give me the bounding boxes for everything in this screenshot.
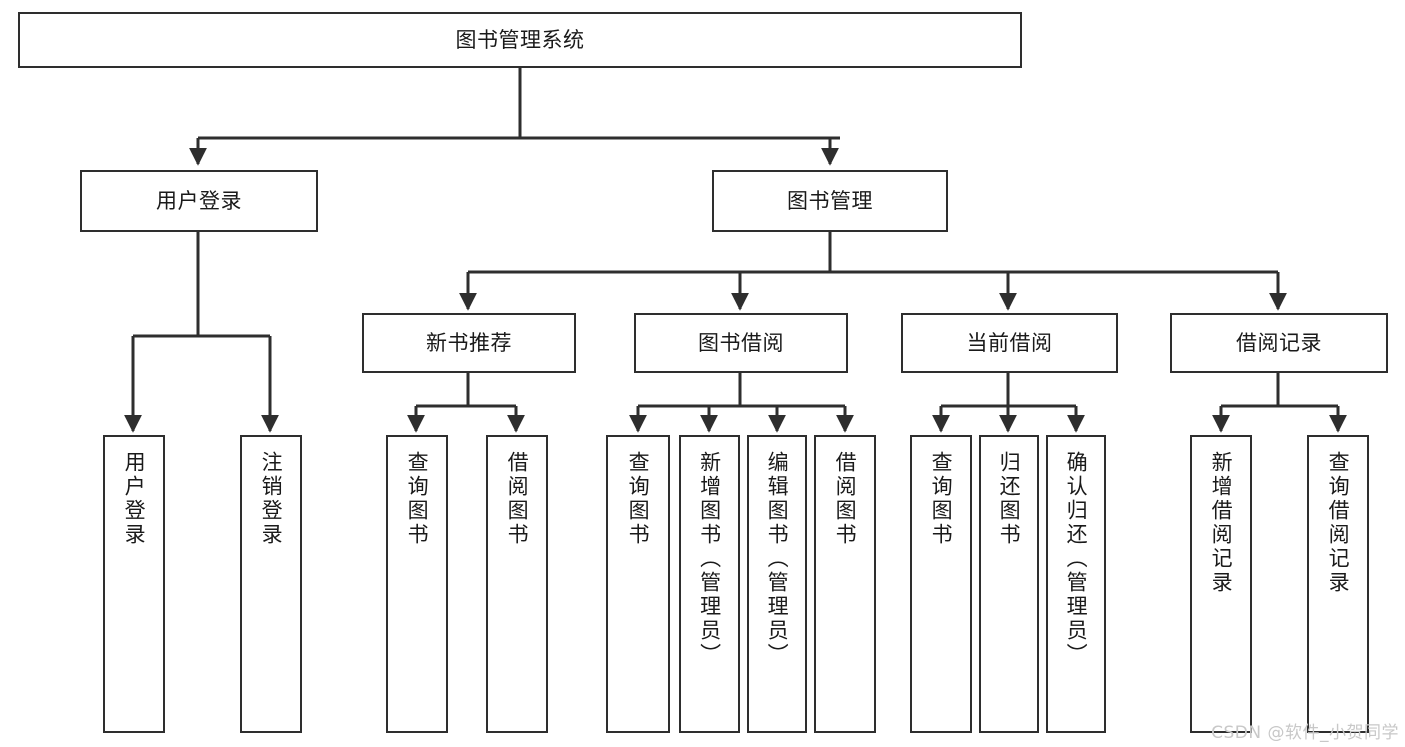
- node-book-management[interactable]: 图书管理: [712, 170, 948, 232]
- leaf-borrow-record-add-label: 新增借阅记录: [1209, 451, 1234, 595]
- node-new-book-recommend-label: 新书推荐: [426, 330, 512, 355]
- node-new-book-recommend[interactable]: 新书推荐: [362, 313, 576, 373]
- node-borrow-record-label: 借阅记录: [1236, 330, 1322, 355]
- node-user-login[interactable]: 用户登录: [80, 170, 318, 232]
- leaf-new-book-borrow-label: 借阅图书: [505, 451, 530, 547]
- leaf-user-login-login[interactable]: 用户登录: [103, 435, 165, 733]
- leaf-user-login-login-label: 用户登录: [122, 451, 147, 547]
- leaf-current-borrow-confirm-label: 确认归还（管理员）: [1064, 451, 1089, 667]
- leaf-new-book-query[interactable]: 查询图书: [386, 435, 448, 733]
- node-current-borrow-label: 当前借阅: [966, 330, 1053, 355]
- leaf-book-borrow-edit-label: 编辑图书（管理员）: [765, 451, 790, 667]
- node-book-borrow[interactable]: 图书借阅: [634, 313, 848, 373]
- node-current-borrow[interactable]: 当前借阅: [901, 313, 1118, 373]
- leaf-book-borrow-borrow-label: 借阅图书: [833, 451, 858, 547]
- leaf-book-borrow-edit[interactable]: 编辑图书（管理员）: [747, 435, 807, 733]
- node-book-management-label: 图书管理: [787, 188, 873, 213]
- leaf-current-borrow-return-label: 归还图书: [997, 451, 1022, 547]
- node-borrow-record[interactable]: 借阅记录: [1170, 313, 1388, 373]
- leaf-user-login-logout-label: 注销登录: [259, 451, 284, 547]
- node-book-borrow-label: 图书借阅: [698, 330, 784, 355]
- leaf-user-login-logout[interactable]: 注销登录: [240, 435, 302, 733]
- leaf-book-borrow-add[interactable]: 新增图书（管理员）: [679, 435, 740, 733]
- leaf-borrow-record-query[interactable]: 查询借阅记录: [1307, 435, 1369, 733]
- leaf-new-book-borrow[interactable]: 借阅图书: [486, 435, 548, 733]
- leaf-borrow-record-add[interactable]: 新增借阅记录: [1190, 435, 1252, 733]
- leaf-current-borrow-return[interactable]: 归还图书: [979, 435, 1039, 733]
- leaf-book-borrow-add-label: 新增图书（管理员）: [697, 451, 722, 667]
- leaf-book-borrow-borrow[interactable]: 借阅图书: [814, 435, 876, 733]
- leaf-current-borrow-query-label: 查询图书: [929, 451, 954, 547]
- leaf-current-borrow-confirm[interactable]: 确认归还（管理员）: [1046, 435, 1106, 733]
- node-root-label: 图书管理系统: [455, 27, 585, 52]
- node-user-login-label: 用户登录: [156, 188, 242, 213]
- leaf-current-borrow-query[interactable]: 查询图书: [910, 435, 972, 733]
- node-root[interactable]: 图书管理系统: [18, 12, 1022, 68]
- leaf-new-book-query-label: 查询图书: [405, 451, 430, 547]
- leaf-book-borrow-query[interactable]: 查询图书: [606, 435, 670, 733]
- leaf-book-borrow-query-label: 查询图书: [626, 451, 651, 547]
- leaf-borrow-record-query-label: 查询借阅记录: [1326, 451, 1351, 595]
